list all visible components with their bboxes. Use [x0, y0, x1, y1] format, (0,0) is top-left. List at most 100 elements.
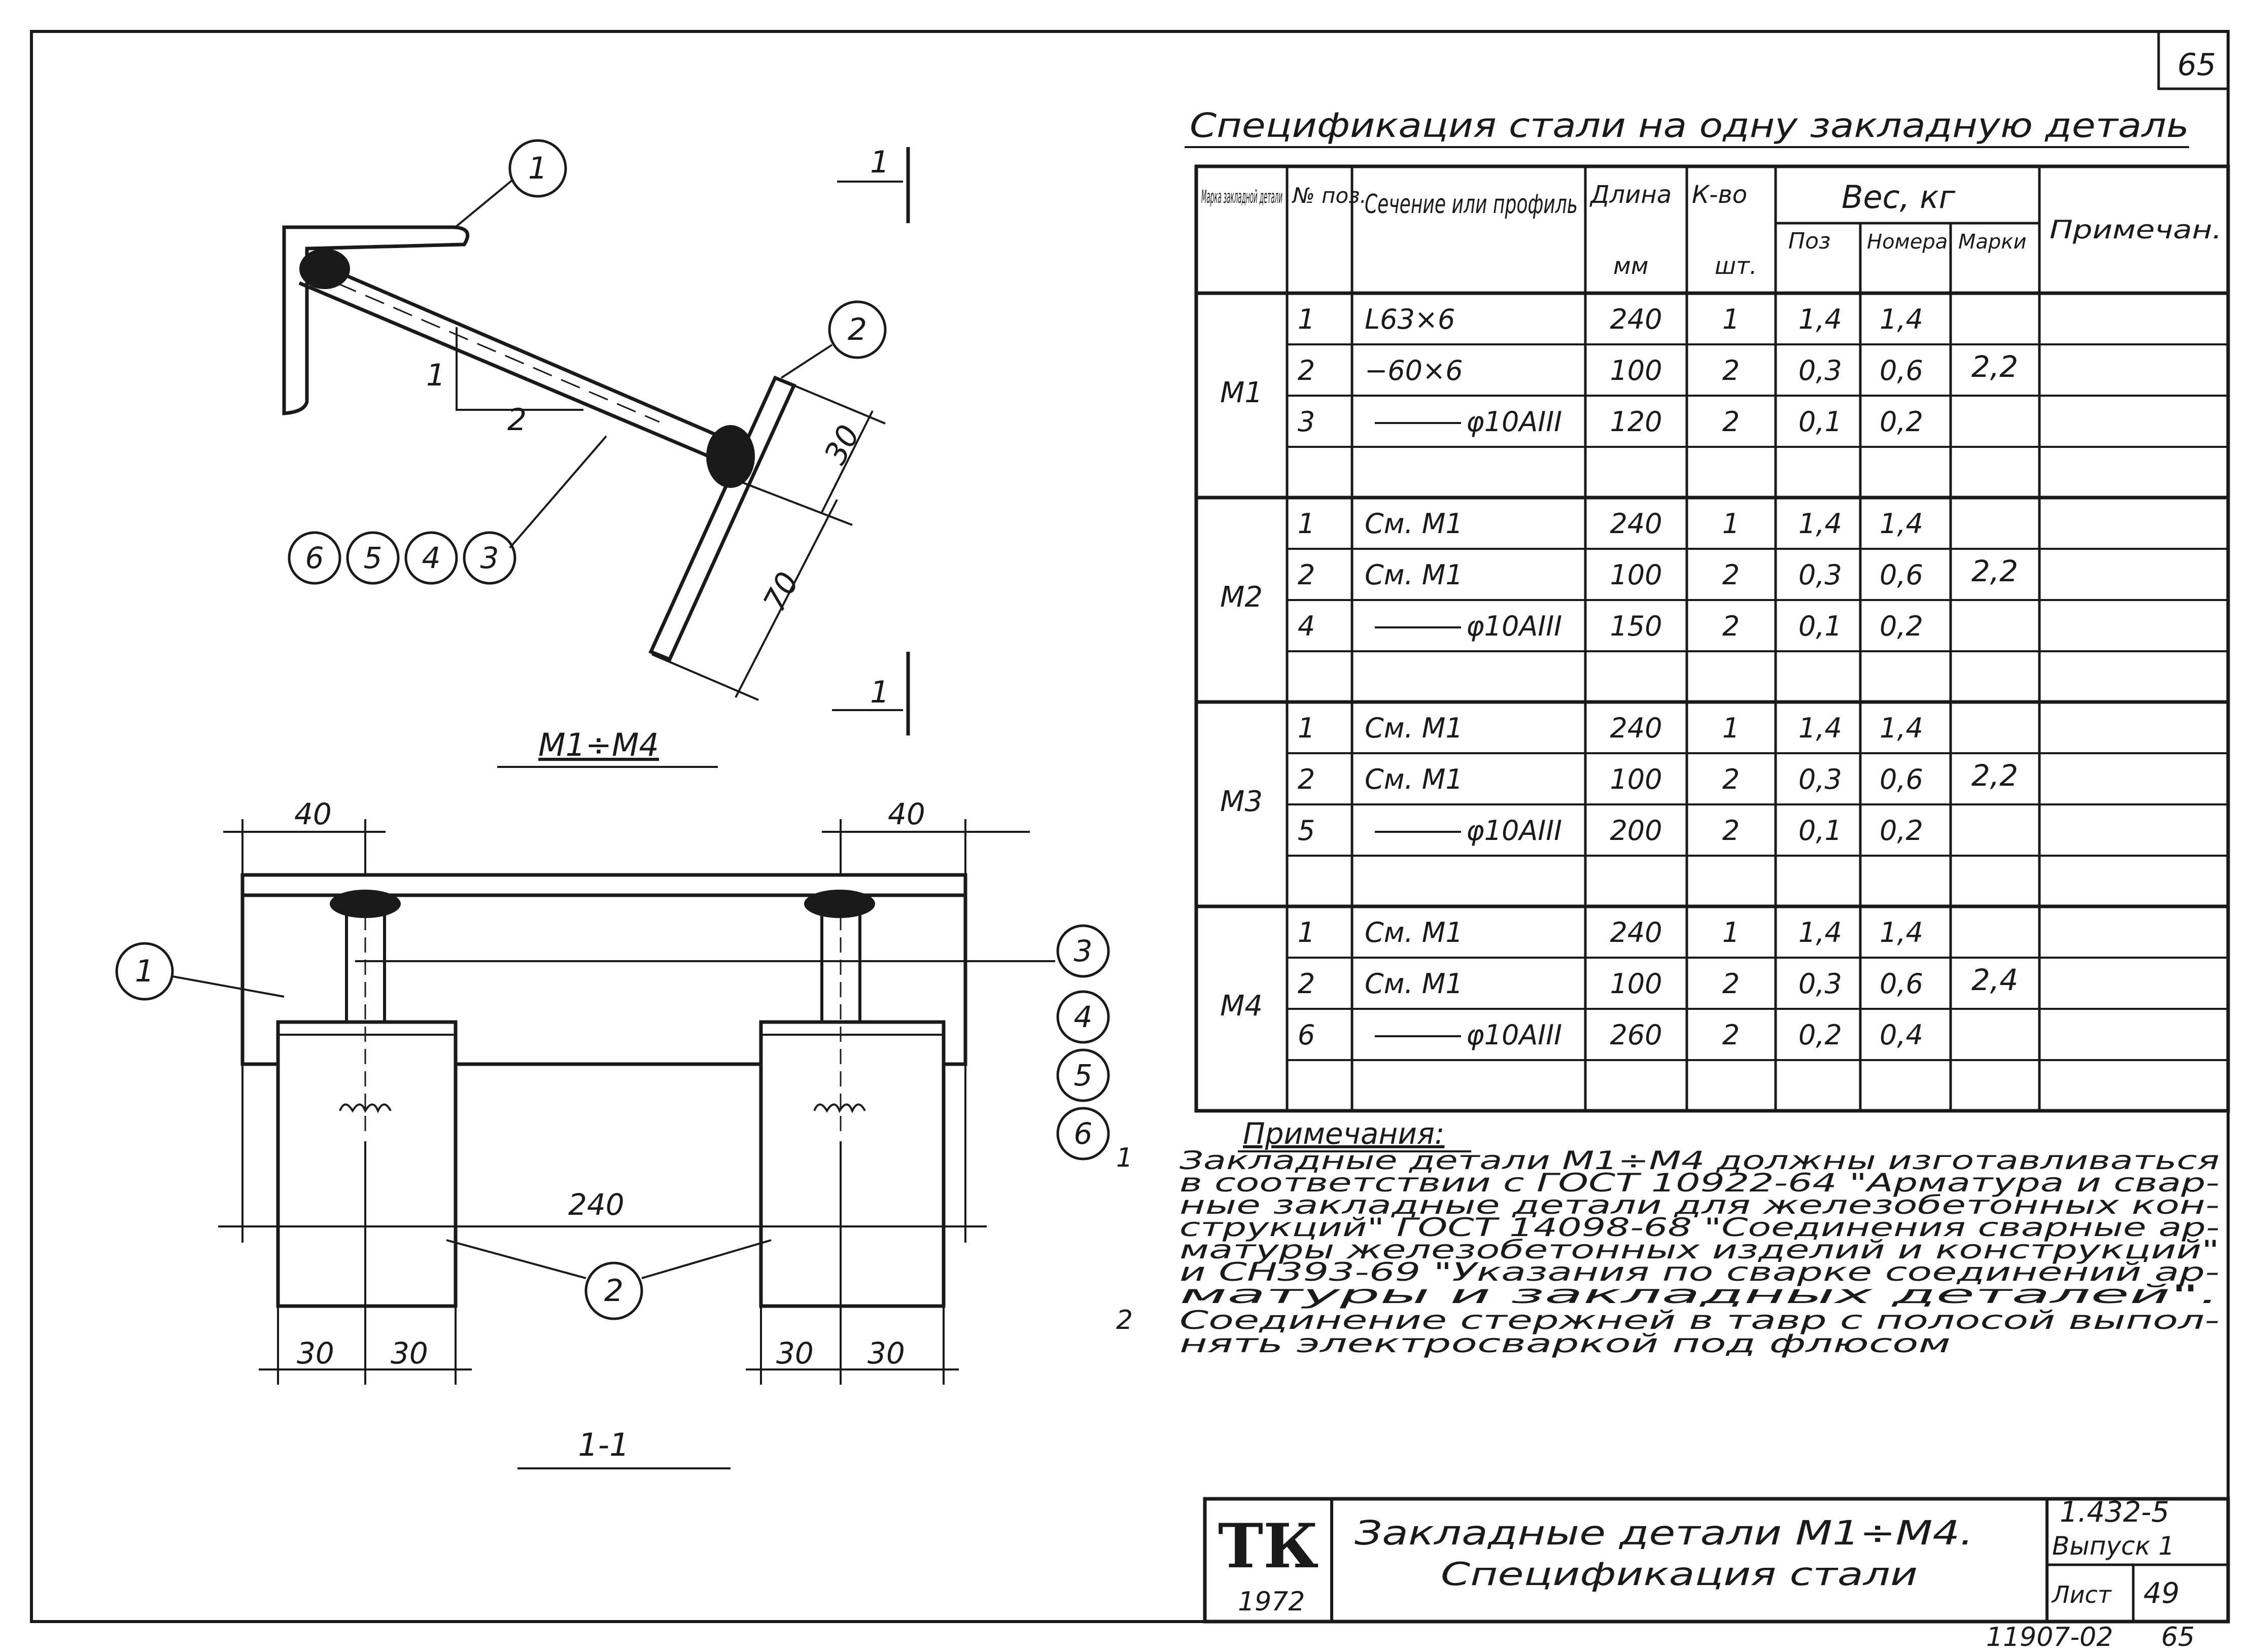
plate-profile	[648, 375, 796, 662]
title-series: 1.432-5	[2060, 1496, 2169, 1529]
header-length-unit: мм	[1613, 252, 1648, 279]
cell-pos: 1	[1298, 917, 1315, 948]
title-year: 1972	[1238, 1587, 1305, 1617]
group-mark: М4	[1220, 990, 1263, 1023]
view-section-title: 1-1	[578, 1426, 629, 1463]
header-weight-pos: Поз	[1788, 228, 1830, 254]
header-qty-unit: шт.	[1715, 252, 1757, 279]
cell-length: 240	[1610, 917, 1662, 948]
header-weight-mark: Марки	[1958, 230, 2027, 254]
dim-240: 240	[568, 1187, 625, 1222]
cell-length: 100	[1610, 968, 1662, 1000]
svg-text:4: 4	[1074, 1000, 1093, 1034]
callout-section-5: 5	[1056, 1048, 1110, 1102]
title-block: ТК 1972 Закладные детали М1÷М4. Специфик…	[1203, 1496, 2230, 1624]
cell-length: 150	[1610, 610, 1662, 642]
table-body: М1 2,2 1 L63×6 240 1 1,4 1,4 2 −60×6 100 2 0,3 0,6 3 φ1…	[1196, 303, 2228, 1061]
svg-text:5: 5	[364, 541, 383, 575]
title-logo: ТК	[1218, 1510, 1319, 1582]
cell-length: 260	[1610, 1019, 1662, 1051]
cell-qty: 2	[1722, 1019, 1740, 1051]
cell-weight-pos: 0,1	[1798, 815, 1842, 847]
callout-section-1: 1	[115, 942, 285, 1001]
cell-section: −60×6	[1365, 355, 1463, 386]
note-1-number: 1	[1116, 1143, 1133, 1173]
cell-qty: 2	[1722, 355, 1740, 386]
section-mark-upper: 1	[870, 145, 889, 180]
group-total: 2,2	[1971, 758, 2018, 793]
cell-weight-pos: 1,4	[1798, 508, 1842, 540]
svg-text:1: 1	[528, 151, 547, 186]
cell-section: φ10АIII	[1466, 610, 1562, 642]
slope-dim-2: 2	[507, 402, 527, 438]
title-line-1: Закладные детали М1÷М4.	[1355, 1514, 1973, 1553]
cell-pos: 1	[1298, 508, 1315, 540]
cell-qty: 2	[1722, 406, 1740, 438]
page-number-box: 65	[2157, 31, 2228, 90]
cell-length: 100	[1610, 763, 1662, 795]
cell-qty: 2	[1722, 968, 1740, 1000]
cell-weight-pos: 0,3	[1798, 968, 1842, 1000]
cell-pos: 4	[1298, 610, 1315, 642]
cell-pos: 2	[1298, 355, 1315, 386]
cell-section: См. М1	[1365, 763, 1463, 795]
cell-length: 100	[1610, 559, 1662, 591]
cell-weight-pos: 0,2	[1798, 1019, 1842, 1051]
dim-40-left: 40	[294, 797, 332, 831]
group-total: 2,4	[1971, 963, 2018, 997]
cell-weight-norm: 1,4	[1880, 917, 1923, 948]
cell-weight-norm: 0,2	[1880, 610, 1923, 642]
callout-top-5: 5	[346, 531, 400, 585]
group-mark: М2	[1220, 581, 1263, 614]
cell-qty: 2	[1722, 559, 1740, 591]
svg-text:6: 6	[305, 541, 324, 575]
header-length: Длина	[1589, 181, 1672, 209]
cell-weight-norm: 0,6	[1880, 968, 1923, 1000]
cell-length: 240	[1610, 303, 1662, 335]
cell-section: См. М1	[1365, 917, 1463, 948]
callout-section-6: 6	[1056, 1107, 1110, 1161]
svg-text:3: 3	[1074, 934, 1093, 968]
cell-pos: 2	[1298, 763, 1315, 795]
note-1-text: Закладные детали М1÷М4 должны изготавлив…	[1179, 1146, 2219, 1309]
callout-top-3: 3	[463, 531, 516, 585]
svg-text:5: 5	[1074, 1058, 1093, 1093]
cell-pos: 3	[1298, 406, 1315, 438]
cell-weight-norm: 0,6	[1880, 763, 1923, 795]
cell-section: L63×6	[1365, 303, 1455, 335]
cell-pos: 6	[1298, 1019, 1315, 1051]
cell-length: 240	[1610, 712, 1662, 744]
title-issue: Выпуск 1	[2052, 1531, 2174, 1561]
cell-weight-norm: 0,2	[1880, 406, 1923, 438]
header-mark: Марка закладной детали	[1201, 187, 1282, 207]
cell-weight-pos: 0,3	[1798, 763, 1842, 795]
slope-dim-1: 1	[426, 358, 445, 393]
cell-weight-norm: 0,2	[1880, 815, 1923, 847]
cell-weight-norm: 1,4	[1880, 712, 1923, 744]
cell-pos: 2	[1298, 968, 1315, 1000]
cell-pos: 2	[1298, 559, 1315, 591]
table-title: Спецификация стали на одну закладную дет…	[1190, 106, 2189, 145]
callout-section-2: 2	[446, 1239, 772, 1320]
page-number: 65	[2177, 47, 2216, 83]
svg-text:1: 1	[135, 954, 154, 989]
callout-section-4: 4	[1056, 990, 1110, 1044]
callout-top-2: 2	[780, 300, 887, 379]
cell-weight-pos: 0,3	[1798, 559, 1842, 591]
cell-length: 100	[1610, 355, 1662, 386]
plate-right	[759, 1020, 946, 1308]
cell-weight-pos: 1,4	[1798, 303, 1842, 335]
dim-30-bottom-a: 30	[297, 1336, 334, 1370]
cell-weight-pos: 1,4	[1798, 917, 1842, 948]
footer-page: 65	[2161, 1622, 2195, 1652]
svg-text:2: 2	[848, 312, 867, 347]
svg-text:4: 4	[422, 541, 441, 575]
svg-text:2: 2	[604, 1273, 623, 1309]
note-1-line: матуры и закладных деталей".	[1179, 1280, 2219, 1309]
section-mark-lower: 1	[870, 675, 889, 710]
cell-weight-norm: 0,6	[1880, 559, 1923, 591]
cell-qty: 1	[1722, 917, 1740, 948]
group-mark: М3	[1220, 785, 1263, 818]
group-mark: М1	[1220, 376, 1263, 409]
callout-section-3: 3	[1056, 924, 1110, 978]
